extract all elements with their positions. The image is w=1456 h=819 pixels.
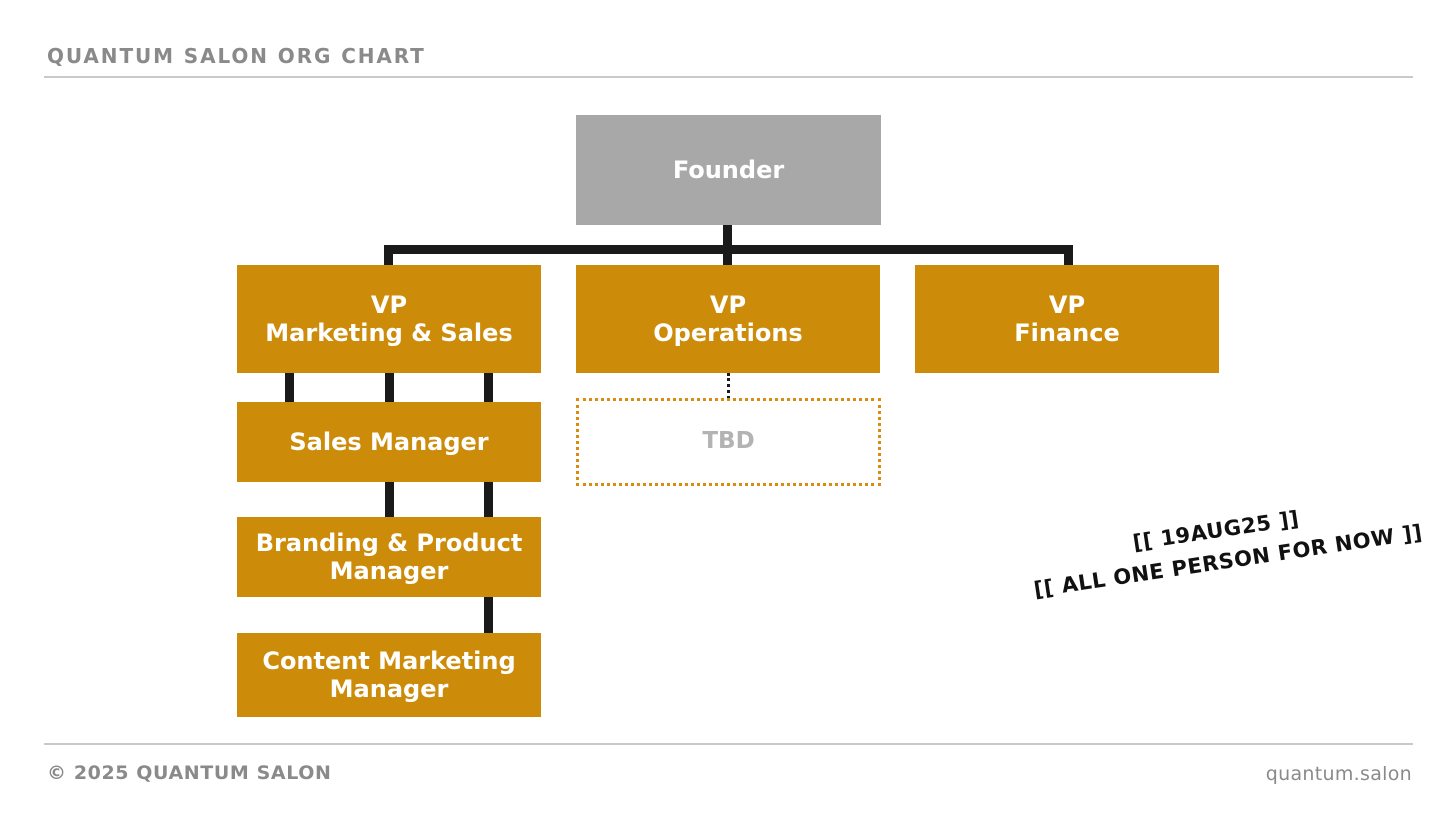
connector-marketing-sales-c: [484, 373, 493, 403]
connector-drop-vp-finance: [1064, 245, 1073, 269]
node-content-marketing-manager[interactable]: Content Marketing Manager: [237, 633, 541, 717]
header-divider: [44, 76, 1413, 78]
page-title: QUANTUM SALON ORG CHART: [47, 44, 426, 68]
footer-divider: [44, 743, 1413, 745]
connector-drop-vp-operations: [723, 245, 732, 269]
footer-copyright: © 2025 QUANTUM SALON: [47, 762, 332, 784]
node-tbd-placeholder[interactable]: TBD: [576, 398, 881, 486]
connector-marketing-sales-b: [385, 373, 394, 403]
footer-site-link[interactable]: quantum.salon: [1265, 763, 1412, 785]
node-vp-marketing-and-sales[interactable]: VP Marketing & Sales: [237, 265, 541, 373]
connector-marketing-sales-a: [285, 373, 294, 403]
connector-founder-stem: [723, 225, 732, 253]
node-branding-and-product-manager[interactable]: Branding & Product Manager: [237, 517, 541, 597]
connector-operations-tbd-dotted: [727, 373, 730, 399]
connector-sales-branding-b: [484, 482, 493, 518]
connector-sales-branding-a: [385, 482, 394, 518]
node-vp-finance[interactable]: VP Finance: [915, 265, 1219, 373]
node-vp-operations[interactable]: VP Operations: [576, 265, 880, 373]
node-sales-manager[interactable]: Sales Manager: [237, 402, 541, 482]
connector-branding-content: [484, 597, 493, 634]
connector-drop-vp-marketing: [384, 245, 393, 269]
node-founder[interactable]: Founder: [576, 115, 881, 225]
